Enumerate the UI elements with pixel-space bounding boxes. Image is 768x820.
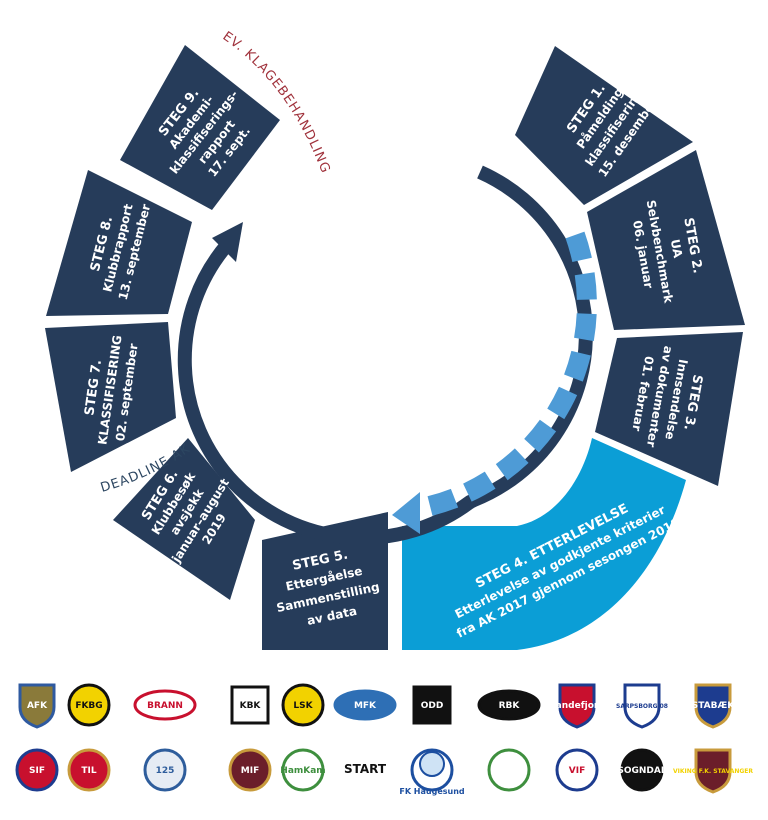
lsk-logo-text: LSK	[293, 701, 313, 711]
tromso-logo-icon: TIL	[67, 748, 111, 792]
start-logo-text: START	[344, 762, 387, 776]
molde-logo-text: MFK	[354, 701, 377, 711]
stromsgodset-logo-icon: SIF	[15, 748, 59, 792]
mif-logo-icon: MIF	[228, 748, 272, 792]
start-logo-icon: START	[344, 762, 387, 776]
inner-arrowhead-icon	[212, 222, 243, 262]
dashed-progress-arc	[427, 231, 597, 516]
sandefjord-logo-text: Sandefjord	[549, 701, 605, 711]
kbk-logo-text: KBK	[240, 701, 262, 711]
aafk-logo-text: AFK	[27, 701, 48, 711]
bodo-glimt-logo-text: FKBG	[75, 701, 102, 711]
molde-logo-icon: MFK	[333, 689, 397, 721]
step-9-text: STEG 9.Akademi-klassifiserings-rapport17…	[156, 86, 253, 180]
step-8-segment	[46, 170, 192, 316]
brann-logo-icon: BRANN	[133, 689, 197, 721]
vif-logo-icon: VIF	[555, 748, 599, 792]
step-5-segment	[262, 512, 388, 650]
fk-haugesund-logo-icon: FK Haugesund	[399, 748, 465, 796]
stabaek-logo-text: STABÆK	[692, 701, 736, 711]
brann-logo-text: BRANN	[147, 701, 183, 711]
step-9-segment	[120, 45, 280, 210]
sarpsborg-logo-text: SARPSBORG 08	[616, 703, 668, 710]
odd-logo-text: ODD	[421, 701, 444, 711]
hamkam-logo-icon: HamKam	[280, 748, 326, 792]
step-3-segment	[595, 332, 743, 486]
sarpsborg-logo-icon: SARPSBORG 08	[616, 683, 668, 729]
step-7-segment	[45, 322, 176, 472]
rbk-logo-icon: RBK	[477, 689, 541, 721]
stabaek-logo-icon: STABÆK	[692, 683, 736, 729]
tromso-logo-text: TIL	[81, 766, 96, 776]
hamkam-logo-text: HamKam	[280, 766, 325, 776]
sogndal-logo-icon: SOGNDAL	[617, 748, 667, 792]
rbk-logo-text: RBK	[499, 701, 521, 711]
sogndal-logo-text: SOGNDAL	[617, 766, 666, 776]
dashed-arrowhead-icon	[392, 492, 420, 534]
viking-logo-icon: VIKING F.K. STAVANGER	[673, 748, 753, 794]
process-steps	[45, 45, 745, 650]
sandefjord-logo-icon: Sandefjord	[549, 683, 605, 729]
stromsgodset-logo-text: SIF	[29, 766, 45, 776]
viking-logo-text: VIKING F.K. STAVANGER	[673, 768, 753, 775]
mif-logo-text: MIF	[241, 766, 259, 776]
aafk-logo-icon: AFK	[18, 683, 56, 729]
sogndal-125-logo-text: 125	[156, 766, 175, 776]
kbk-logo-icon: KBK	[230, 685, 270, 725]
step-1-segment	[515, 46, 693, 205]
step-2-line-2: UA	[668, 238, 685, 260]
step-2-segment	[587, 150, 745, 330]
sogndal-125-logo-icon: 125	[143, 748, 187, 792]
odd-logo-icon: ODD	[412, 685, 452, 725]
logo-row-2: SIF TIL 125 MIF HamKam START FK Haugesund VIF SO…	[15, 748, 753, 796]
bodo-glimt-logo-icon: FKBG	[67, 683, 111, 727]
cycle-arrow	[177, 165, 597, 545]
step-4-segment	[402, 438, 686, 650]
logo-row-1: AFK FKBG BRANN KBK LSK MFK ODD RBK Sandefjord SAR…	[18, 683, 736, 729]
vif-logo-text: VIF	[569, 766, 585, 776]
ham-kam-logo-icon	[487, 748, 531, 792]
step-6-segment	[113, 438, 255, 600]
fk-haugesund-logo-text: FK Haugesund	[399, 787, 465, 796]
lsk-logo-icon: LSK	[281, 683, 325, 727]
